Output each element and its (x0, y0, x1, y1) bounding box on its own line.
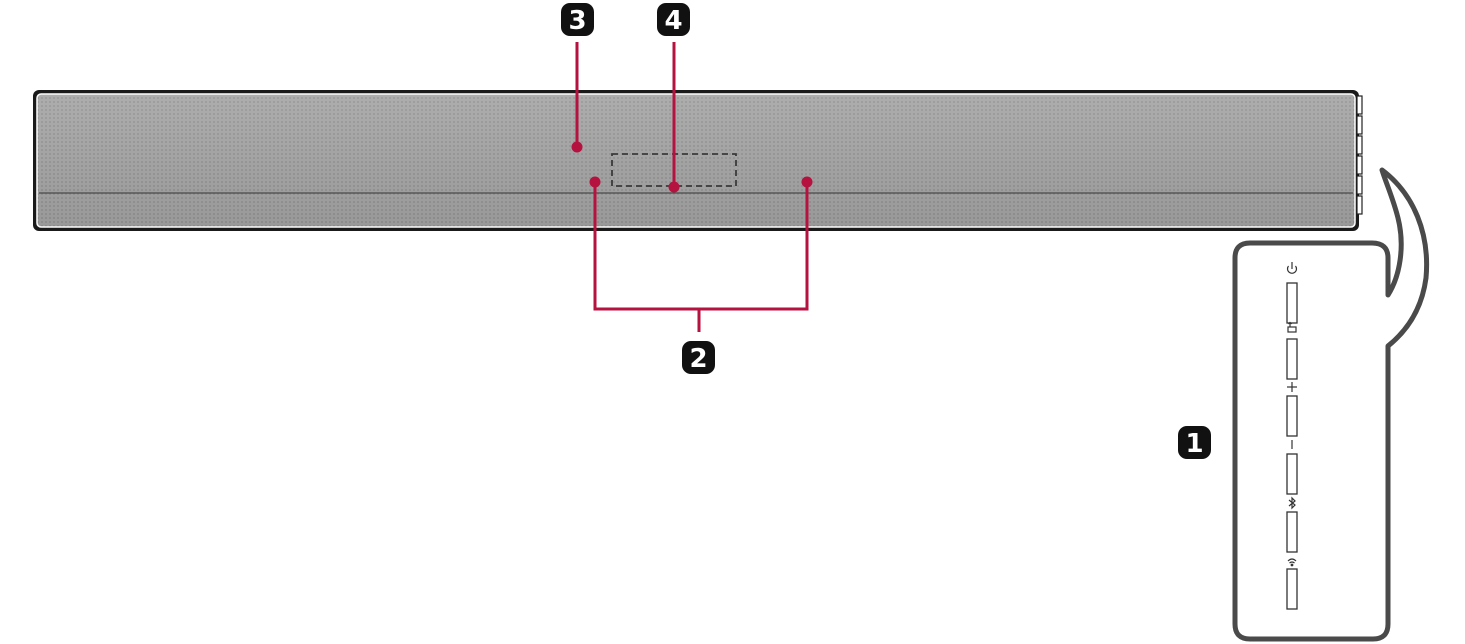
callout-label-3: 3 (568, 6, 586, 36)
point-2-left (589, 176, 601, 188)
side-panel-buttons (1286, 282, 1298, 610)
volume-up-button[interactable] (1286, 395, 1298, 437)
input-function-icon (1287, 321, 1297, 333)
soundbar-body (33, 90, 1359, 231)
callout-badge-4: 4 (657, 3, 690, 36)
power-button[interactable] (1286, 282, 1298, 324)
leader-2 (593, 182, 809, 311)
power-icon (1286, 262, 1298, 274)
point-3 (571, 141, 583, 153)
callout-badge-3: 3 (561, 3, 594, 36)
wifi-icon (1287, 558, 1297, 567)
point-4 (668, 181, 680, 193)
volume-up-icon (1287, 382, 1297, 392)
side-panel-callout (1232, 167, 1430, 642)
function-button[interactable] (1286, 338, 1298, 380)
point-2-right (801, 176, 813, 188)
soundbar-side-buttons (1356, 95, 1363, 215)
wifi-button[interactable] (1286, 568, 1298, 610)
side-panel-icons (1286, 262, 1298, 567)
bluetooth-icon (1288, 496, 1296, 510)
callout-label-4: 4 (664, 6, 682, 36)
bluetooth-button[interactable] (1286, 511, 1298, 553)
callout-label-2: 2 (689, 344, 707, 374)
callout-badge-2: 2 (682, 341, 715, 374)
callout-label-1: 1 (1185, 429, 1203, 459)
leader-lines (571, 42, 813, 332)
volume-down-button[interactable] (1286, 453, 1298, 495)
callout-badge-1: 1 (1178, 426, 1211, 459)
